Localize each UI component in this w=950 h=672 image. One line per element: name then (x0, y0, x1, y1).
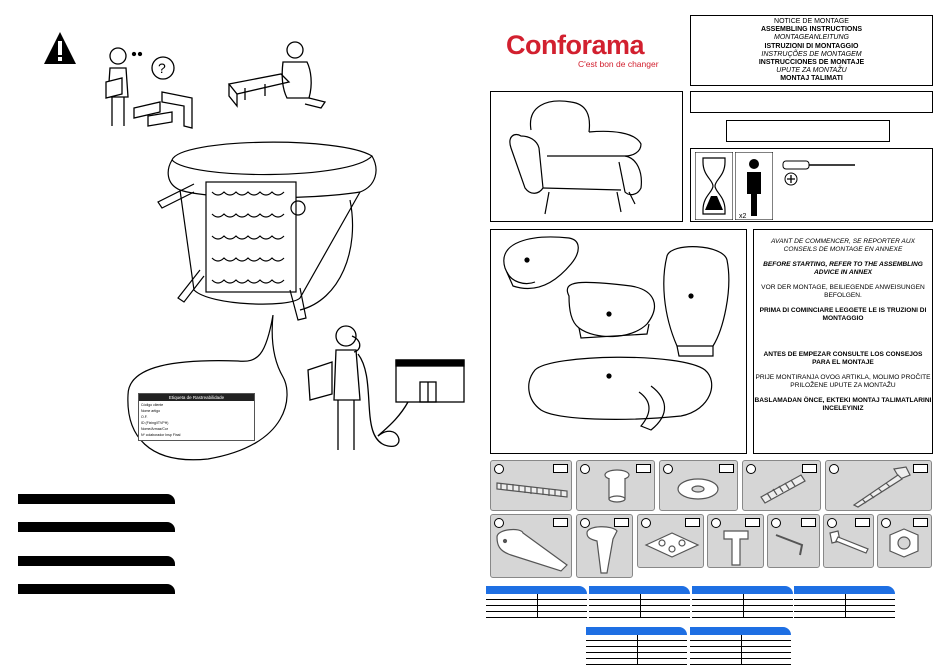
part-qty-box (685, 518, 700, 527)
part-qty-box (913, 464, 928, 473)
parts-overview-box (490, 229, 747, 454)
notice-title-box: NOTICE DE MONTAGE ASSEMBLING INSTRUCTION… (690, 15, 933, 86)
traceability-row: Nome artigo (141, 409, 161, 413)
text-band (18, 494, 175, 504)
spec-table (692, 586, 793, 618)
notice-line: INSTRUÇÕES DE MONTAGEM (761, 50, 862, 58)
spec-table (690, 627, 791, 665)
product-name-box (690, 91, 933, 113)
part-mounting-plate (637, 514, 704, 568)
armchair-illustration (509, 100, 642, 215)
part-letter-circle (881, 518, 891, 528)
brand-tagline: C'est bon de changer (578, 59, 659, 69)
assembling-person-illustration (227, 41, 327, 109)
part-letter-circle (829, 464, 839, 474)
warning-text: BEFORE STARTING, REFER TO THE ASSEMBLING… (763, 261, 923, 276)
part-threaded-rod (490, 460, 572, 511)
notice-line: ISTRUZIONI DI MONTAGGIO (764, 42, 859, 50)
part-qty-box (553, 518, 568, 527)
notice-line: UPUTE ZA MONTAŽU (776, 67, 847, 75)
notice-line: MONTAGEANLEITUNG (774, 34, 849, 42)
two-persons-icon: x2 (735, 152, 773, 220)
part-letter-circle (663, 464, 673, 474)
warning-icon (44, 32, 76, 64)
traceability-row: Código cliente (141, 403, 164, 407)
part-barrel-nut (576, 460, 655, 511)
part-letter-circle (580, 464, 590, 474)
part-letter-circle (641, 518, 651, 528)
warning-text: VOR DER MONTAGE, BEILIEGENDE ANWEISUNGEN… (761, 284, 925, 299)
traceability-row: O.F. (141, 415, 148, 419)
part-letter-circle (580, 518, 590, 528)
part-bolt (825, 460, 932, 511)
traceability-row: Nº colaborador Insp Final (141, 433, 181, 437)
part-letter-circle (771, 518, 781, 528)
part-short-rod (742, 460, 821, 511)
text-band (18, 556, 175, 566)
armchair-overview-box (490, 91, 683, 222)
product-ref-box (726, 120, 890, 142)
part-cam-lock (707, 514, 764, 568)
part-qty-box (802, 464, 817, 473)
warning-text: PRIJE MONTIRANJA OVOG ARTIKLA, MOLIMO PR… (755, 374, 931, 389)
part-qty-box (614, 518, 629, 527)
part-letter-circle (711, 518, 721, 528)
part-letter-circle (494, 518, 504, 528)
part-screw (823, 514, 874, 568)
svg-text:x2: x2 (739, 213, 747, 220)
traceability-row: Nome/Armaz/Cor (141, 427, 169, 431)
chair-parts-illustration (503, 236, 730, 431)
chair-underside-illustration (157, 141, 377, 321)
part-allen-key (767, 514, 820, 568)
traceability-row: ID (Fixing/ITVPH) (141, 421, 169, 425)
spec-table (589, 586, 690, 618)
text-band (18, 584, 175, 594)
hourglass-icon (695, 152, 733, 220)
part-qty-box (719, 464, 734, 473)
part-letter-circle (494, 464, 504, 474)
screwdriver-icon (782, 160, 855, 186)
part-leg-long (490, 514, 572, 578)
part-letter-circle (827, 518, 837, 528)
notice-line: INSTRUCCIONES DE MONTAJE (758, 59, 865, 67)
person-phoning-illustration (307, 325, 465, 450)
brand-logo: Conforama (506, 30, 645, 60)
warning-text: AVANT DE COMMENCER, SE REPORTER AUX CONS… (771, 238, 915, 253)
spec-table (586, 627, 687, 665)
spec-table (794, 586, 895, 618)
part-washer (659, 460, 738, 511)
part-qty-box (913, 518, 928, 527)
spec-table (486, 586, 587, 618)
text-band (18, 522, 175, 532)
part-letter-circle (746, 464, 756, 474)
warning-text: ANTES DE EMPEZAR CONSULTE LOS CONSEJOS P… (763, 351, 923, 366)
part-qty-box (801, 518, 816, 527)
warning-messages-box: AVANT DE COMMENCER, SE REPORTER AUX CONS… (753, 229, 933, 454)
tools-box: x2 (690, 148, 933, 222)
part-qty-box (636, 464, 651, 473)
confused-person-illustration: ? (105, 47, 193, 129)
warning-text: BASLAMADAN ÖNCE, EKTEKI MONTAJ TALIMATLA… (754, 397, 932, 412)
part-qty-box (553, 464, 568, 473)
part-qty-box (745, 518, 760, 527)
part-leg-short (576, 514, 633, 578)
traceability-title: Etiqueta de Rastreabilidade (139, 394, 254, 401)
notice-line: NOTICE DE MONTAGE (774, 18, 849, 25)
part-nut (877, 514, 932, 568)
part-qty-box (855, 518, 870, 527)
notice-line: MONTAJ TALIMATI (780, 75, 843, 83)
traceability-label: Etiqueta de Rastreabilidade Código clien… (138, 393, 255, 441)
svg-text:?: ? (158, 60, 166, 76)
notice-line: ASSEMBLING INSTRUCTIONS (760, 26, 863, 34)
warning-text: PRIMA DI COMINCIARE LEGGETE LE IS TRUZIO… (759, 307, 927, 322)
